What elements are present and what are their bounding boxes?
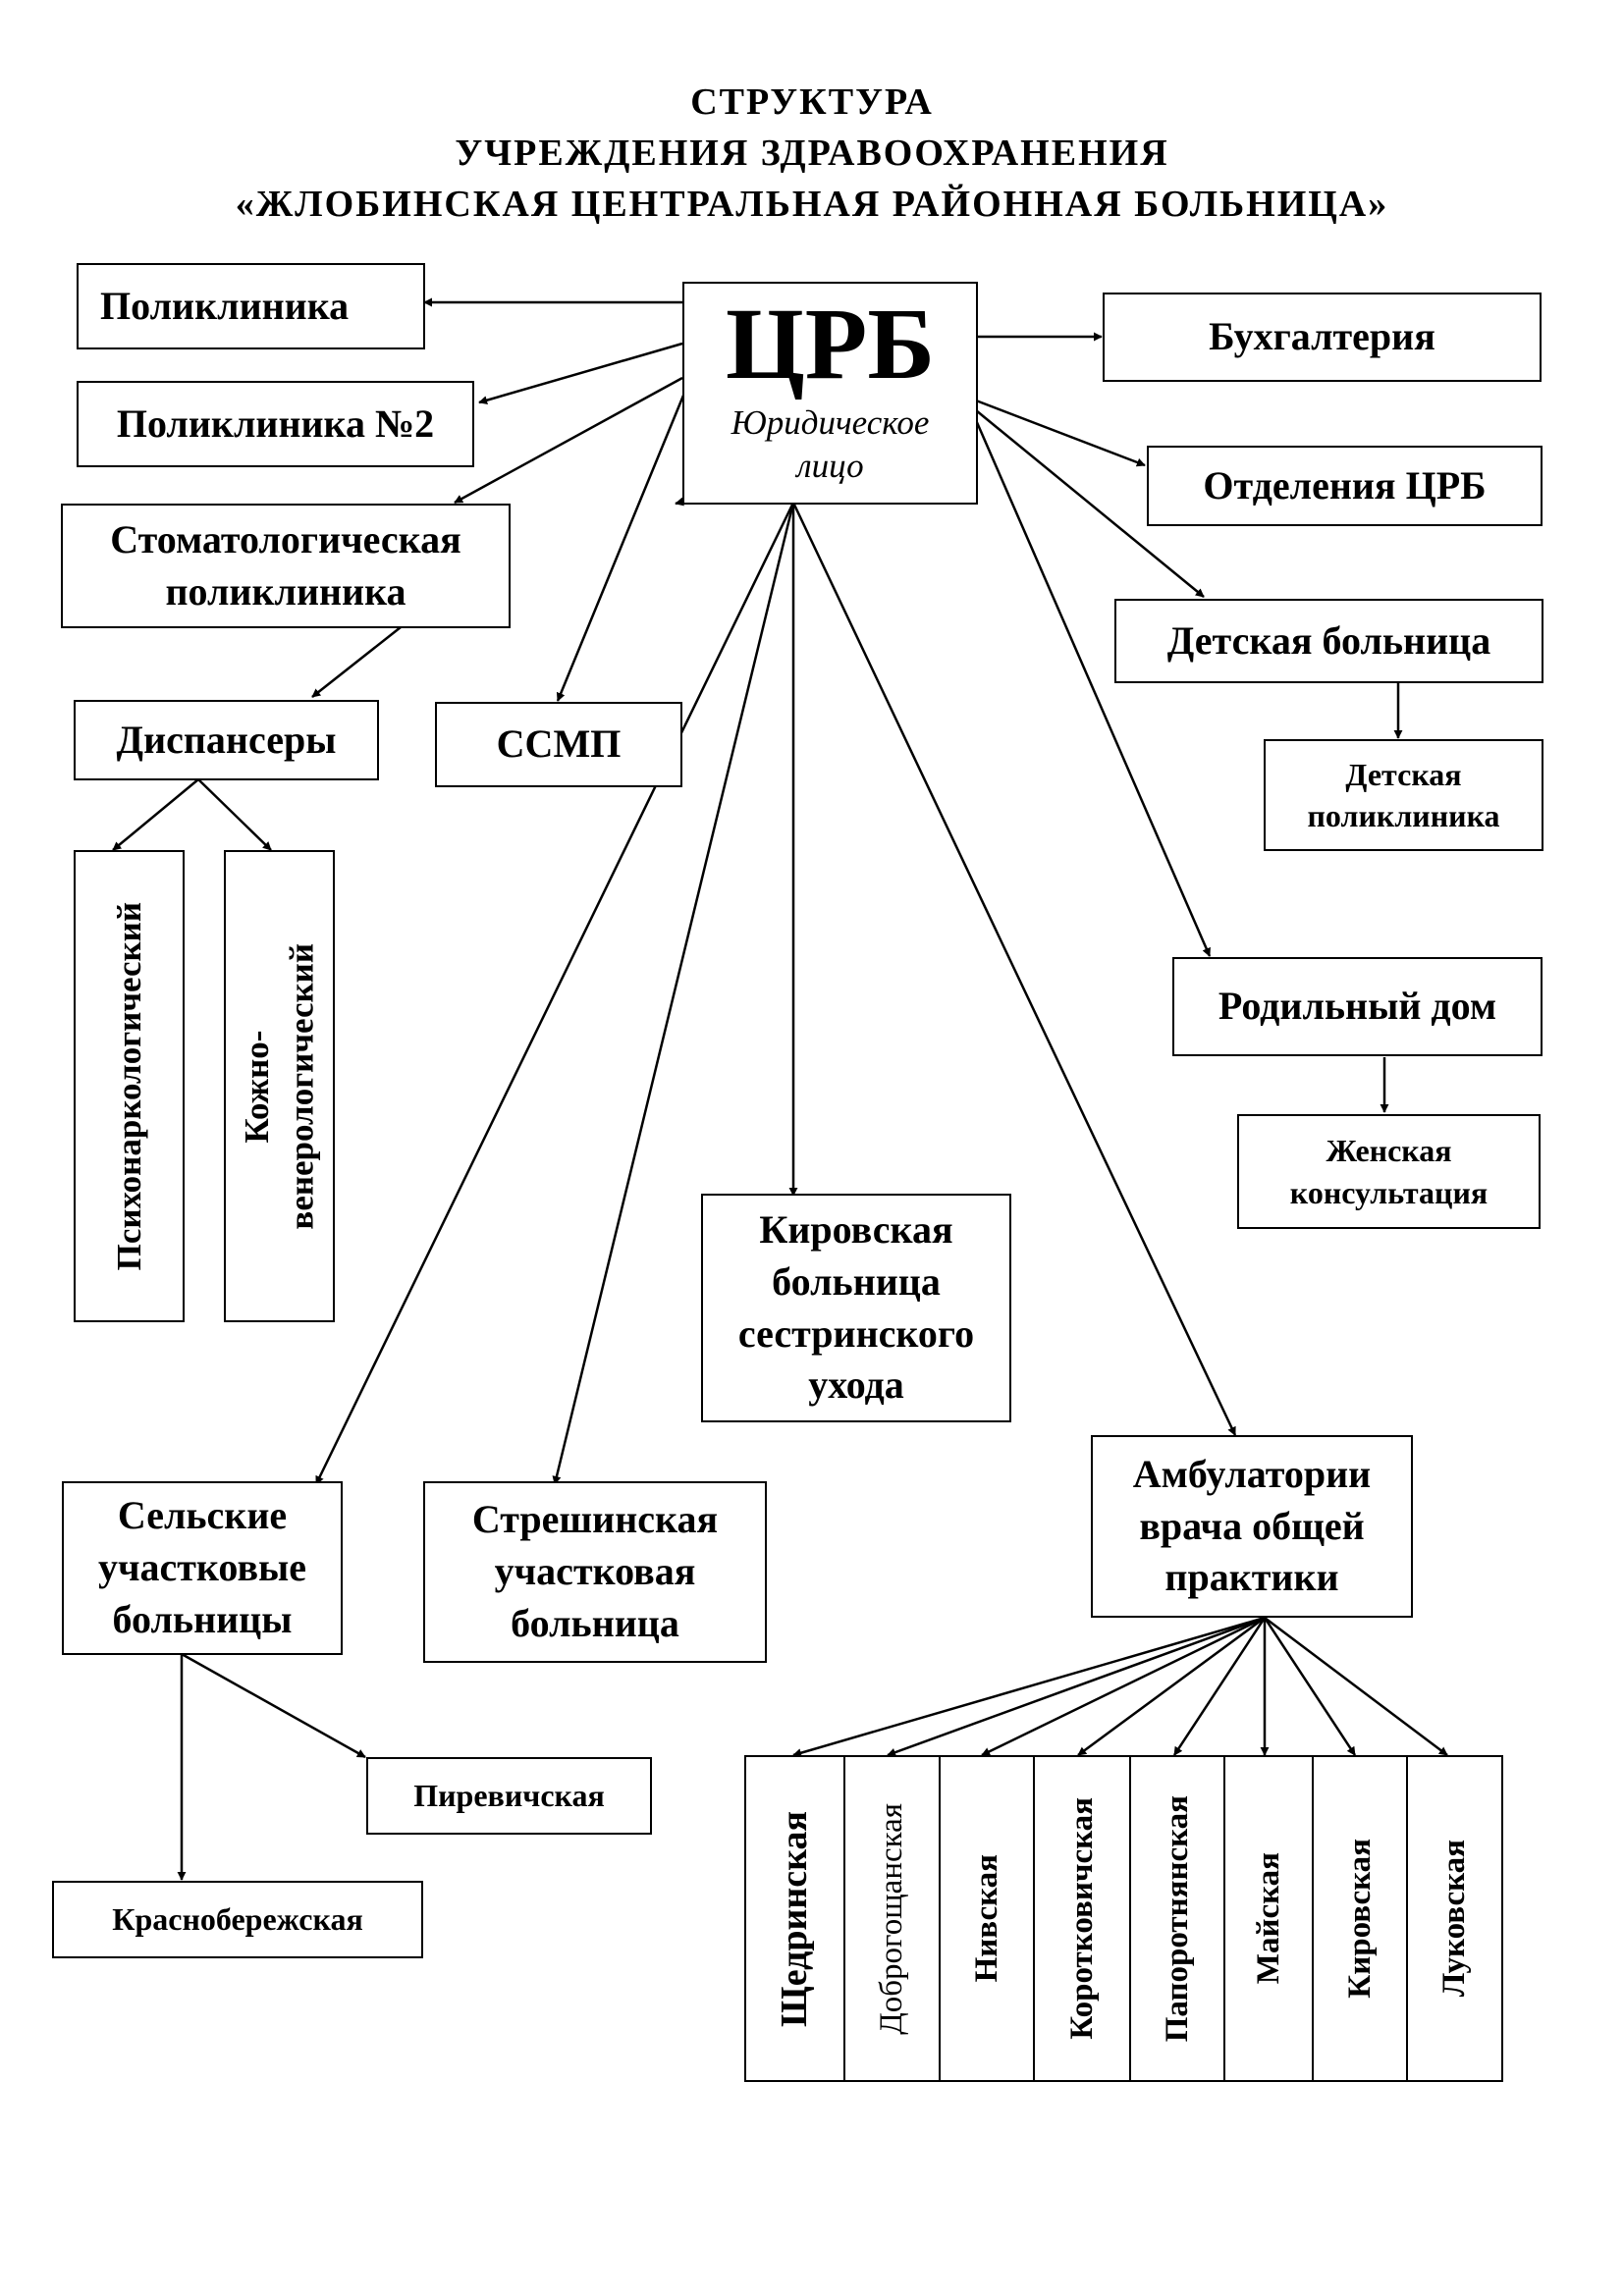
streshin-box: Стрешинская участковая больница (423, 1481, 767, 1663)
ambulatory-cell: Кировская (1312, 1757, 1406, 2080)
kirov-hospital-label-3: сестринского (737, 1310, 975, 1356)
polyclinic-label: Поликлиника (100, 283, 350, 328)
children-hospital-label: Детская больница (1166, 617, 1491, 663)
rural-label-1: Сельские (117, 1493, 288, 1538)
ambulatory-name: Папоротнянская (1159, 1794, 1195, 2043)
arrow-amb-7 (1263, 1617, 1357, 1756)
children-polyclinic-label-1: Детская (1345, 756, 1462, 792)
dispensaries-label: Диспансеры (116, 717, 337, 762)
arrow-dispensaries-psycho (112, 778, 199, 851)
rural-label-3: больницы (112, 1596, 293, 1641)
ambulatory-cell: Доброгощанская (843, 1757, 939, 2080)
skin-label: Кожно- венерологический (235, 943, 324, 1230)
arrow-crb-maternity (974, 419, 1212, 957)
arrow-rural-pirevich (181, 1652, 366, 1759)
ambulatory-box: Амбулатории врача общей практики (1091, 1435, 1413, 1618)
ambulatory-name: Нивская (968, 1854, 1004, 1983)
crb-title: ЦРБ (725, 287, 936, 400)
arrow-amb-3 (981, 1616, 1266, 1757)
accounting-label: Бухгалтерия (1209, 314, 1435, 359)
pirevich-label: Пиревичская (413, 1778, 605, 1814)
children-polyclinic-box: Детская поликлиника (1264, 739, 1543, 851)
pirevich-box: Пиревичская (366, 1757, 652, 1835)
womens-label-2: консультация (1289, 1174, 1489, 1210)
ambulatory-label-1: Амбулатории (1132, 1451, 1372, 1496)
arrow-crb-polyclinic2 (478, 342, 683, 405)
krasnobereg-label: Краснобережская (112, 1901, 363, 1938)
streshin-label-2: участковая (494, 1549, 696, 1594)
dental-label-1: Стоматологическая (110, 516, 461, 561)
maternity-box: Родильный дом (1172, 957, 1543, 1056)
ambulatory-cell: Коротковичская (1033, 1757, 1129, 2080)
arrow-crb-children (975, 409, 1205, 598)
arrow-amb-2 (887, 1616, 1266, 1757)
arrow-amb-1 (792, 1616, 1266, 1758)
arrow-amb-4 (1077, 1616, 1266, 1757)
ambulatory-label-3: практики (1164, 1555, 1339, 1600)
ambulatory-label-2: врача общей (1139, 1503, 1365, 1548)
kirov-hospital-label-1: Кировская (759, 1206, 953, 1252)
dispensaries-box: Диспансеры (74, 700, 379, 780)
rural-label-2: участковые (97, 1545, 307, 1590)
polyclinic2-label: Поликлиника №2 (116, 400, 435, 446)
ambulatory-cell: Папоротнянская (1129, 1757, 1223, 2080)
kirov-hospital-box: Кировская больница сестринского ухода (701, 1194, 1011, 1422)
streshin-label-1: Стрешинская (471, 1497, 719, 1542)
rural-hospitals-box: Сельские участковые больницы (62, 1481, 343, 1655)
arrow-crb-streshin (552, 502, 795, 1485)
title-line-2: УЧРЕЖДЕНИЯ ЗДРАВООХРАНЕНИЯ (455, 133, 1169, 174)
skin-label-2: венерологический (282, 942, 321, 1230)
arrow-amb-5 (1172, 1617, 1267, 1756)
departments-box: Отделения ЦРБ (1147, 446, 1543, 526)
ambulatory-name: Щедринская (773, 1810, 815, 2027)
title-line-3: «ЖЛОБИНСКАЯ ЦЕНТРАЛЬНАЯ РАЙОННАЯ БОЛЬНИЦ… (235, 184, 1389, 225)
ambulatory-name: Доброгощанская (874, 1802, 910, 2035)
polyclinic2-box: Поликлиника №2 (77, 381, 474, 467)
children-hospital-box: Детская больница (1114, 599, 1543, 683)
dental-label-2: поликлиника (165, 568, 406, 614)
psycho-box: Психонаркологический (74, 850, 185, 1322)
kirov-hospital-label-2: больница (772, 1258, 941, 1304)
arrow-crb-rural (314, 502, 795, 1485)
kirov-hospital-label-4: ухода (808, 1362, 904, 1408)
arrow-amb-8 (1264, 1617, 1448, 1756)
streshin-label-3: больница (511, 1600, 679, 1645)
ambulatory-cell: Нивская (939, 1757, 1033, 2080)
dental-box: Стоматологическая поликлиника (61, 504, 511, 628)
ambulatory-list: Щедринская Доброгощанская Нивская Коротк… (744, 1755, 1503, 2082)
womens-box: Женская консультация (1237, 1114, 1541, 1229)
crb-box: ЦРБ Юридическое лицо (682, 282, 978, 505)
arrow-dental-dispensaries (311, 626, 402, 698)
womens-label-1: Женская (1326, 1133, 1452, 1169)
crb-subtitle-2: лицо (796, 446, 864, 485)
arrow-dispensaries-skin (197, 778, 272, 851)
ssmp-label: ССМП (496, 721, 622, 767)
ambulatory-cell: Щедринская (746, 1757, 843, 2080)
title-line-1: СТРУКТУРА (690, 81, 934, 123)
arrow-crb-ssmp (556, 390, 687, 702)
psycho-label: Психонаркологический (109, 901, 148, 1271)
ambulatory-name: Луковская (1436, 1840, 1473, 1998)
arrow-crb-departments (975, 399, 1146, 467)
accounting-box: Бухгалтерия (1103, 293, 1542, 382)
ambulatory-name: Коротковичская (1063, 1797, 1100, 2040)
skin-box: Кожно- венерологический (224, 850, 335, 1322)
krasnobereg-box: Краснобережская (52, 1881, 423, 1958)
arrow-crb-ambulatory (791, 502, 1237, 1436)
maternity-label: Родильный дом (1218, 984, 1497, 1029)
arrow-crb-dental (454, 376, 683, 505)
departments-label: Отделения ЦРБ (1203, 462, 1487, 507)
children-polyclinic-label-2: поликлиника (1307, 798, 1500, 833)
ambulatory-name: Майская (1250, 1852, 1286, 1985)
ambulatory-cell: Майская (1223, 1757, 1312, 2080)
ssmp-box: ССМП (435, 702, 682, 787)
ambulatory-name: Кировская (1341, 1839, 1378, 1999)
polyclinic-box: Поликлиника (77, 263, 425, 349)
skin-label-1: Кожно- (238, 1030, 276, 1143)
ambulatory-cell: Луковская (1406, 1757, 1501, 2080)
crb-subtitle-1: Юридическое (731, 402, 930, 442)
